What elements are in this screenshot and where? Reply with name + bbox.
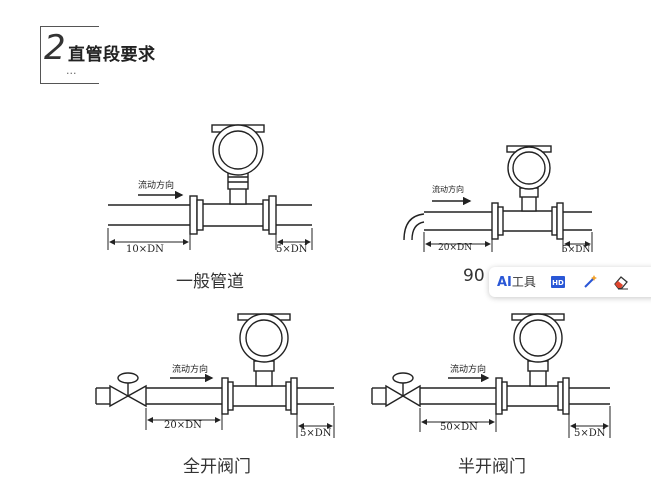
svg-text:HD: HD <box>552 279 564 287</box>
flow-direction-label: 流动方向 <box>432 185 464 194</box>
tools-label: 工具 <box>511 275 536 289</box>
section-dots: ... <box>66 64 77 77</box>
diagram-half-open-valve <box>371 313 611 438</box>
downstream-length-label: 5×DN <box>574 428 606 439</box>
caption-general-pipe: 一般管道 <box>176 272 244 292</box>
flow-direction-label: 流动方向 <box>138 181 175 191</box>
diagram-full-open-valve <box>95 313 335 438</box>
downstream-length-label: 5×DN <box>300 428 332 439</box>
caption-full-open-valve: 全开阀门 <box>183 457 251 477</box>
caption-elbow-pipe: 90 <box>463 266 485 286</box>
magic-wand-icon[interactable] <box>582 274 598 290</box>
upstream-length-label: 50×DN <box>440 422 478 433</box>
downstream-length-label: 5×DN <box>276 244 308 255</box>
eraser-icon[interactable] <box>613 274 629 290</box>
upstream-length-label: 20×DN <box>438 243 473 253</box>
downstream-length-label: 5×DN <box>562 245 591 255</box>
flow-direction-label: 流动方向 <box>172 365 209 375</box>
caption-half-open-valve: 半开阀门 <box>458 457 526 477</box>
ai-label: AI <box>497 275 512 290</box>
ai-tools-button[interactable]: AI工具 <box>497 273 536 292</box>
diagram-general-pipe <box>107 124 313 250</box>
section-title: 直管段要求 <box>68 45 156 65</box>
section-number: 2 <box>44 28 66 68</box>
upstream-length-label: 10×DN <box>126 244 164 255</box>
flow-direction-label: 流动方向 <box>450 365 487 375</box>
upstream-length-label: 20×DN <box>164 420 202 431</box>
diagram-elbow-pipe <box>403 145 593 252</box>
hd-image-icon[interactable]: HD <box>550 274 566 290</box>
section-badge-frame <box>40 26 99 84</box>
